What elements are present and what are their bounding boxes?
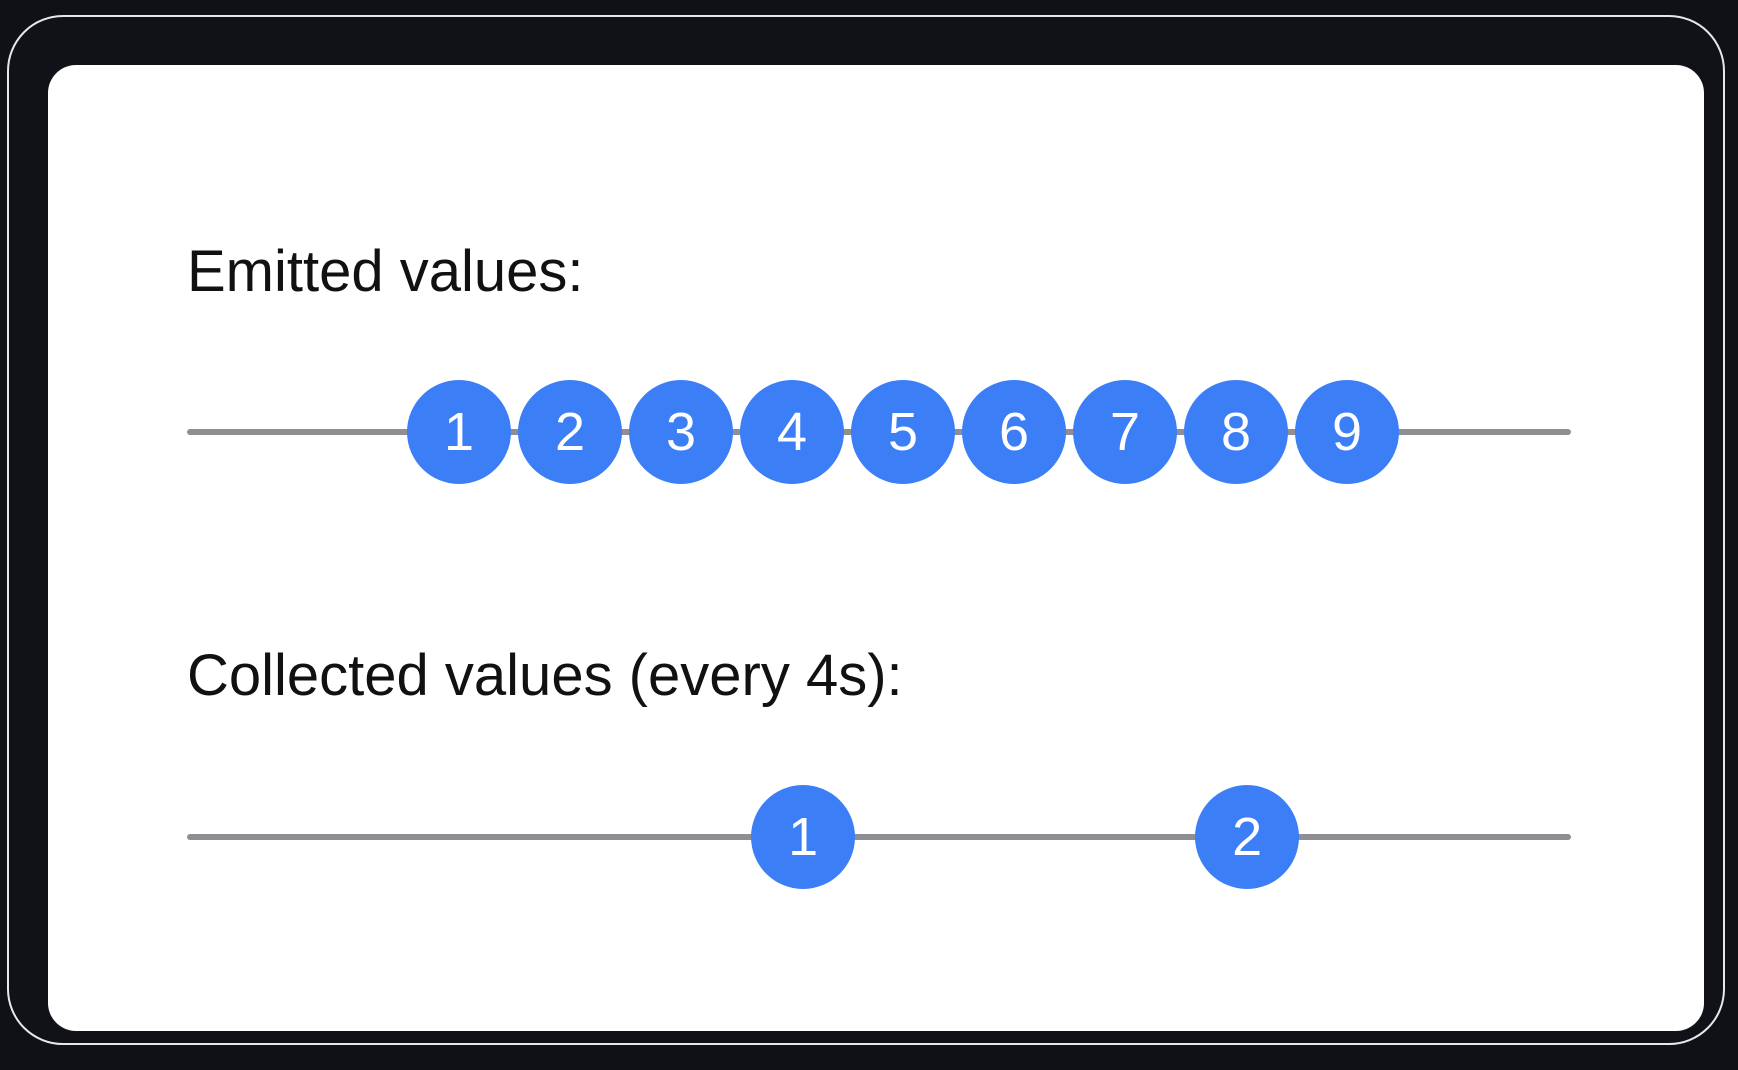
collected-track: [187, 834, 1571, 840]
emitted-marble-1: 1: [407, 380, 511, 484]
emitted-marble-9: 9: [1295, 380, 1399, 484]
collected-marble-1: 1: [751, 785, 856, 889]
emitted-marble-6: 6: [962, 380, 1066, 484]
emitted-marble-5: 5: [851, 380, 955, 484]
emitted-marble-4: 4: [740, 380, 844, 484]
emitted-values-label: Emitted values:: [187, 239, 584, 304]
emitted-marble-8: 8: [1184, 380, 1288, 484]
emitted-marble-7: 7: [1073, 380, 1177, 484]
emitted-marble-3: 3: [629, 380, 733, 484]
collected-marble-2: 2: [1195, 785, 1300, 889]
emitted-marble-2: 2: [518, 380, 622, 484]
collected-values-label: Collected values (every 4s):: [187, 643, 903, 708]
